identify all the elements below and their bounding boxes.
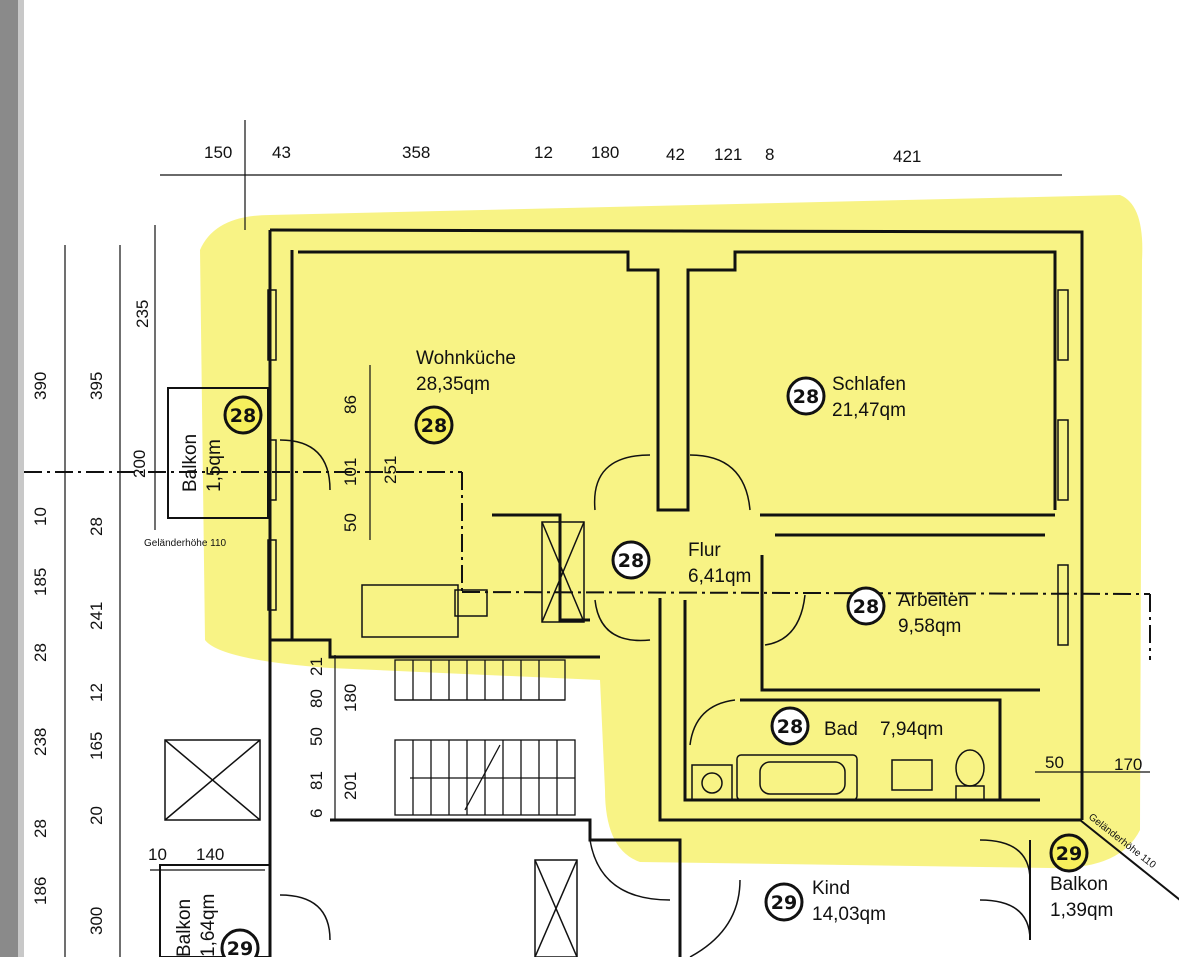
dim-left-mid-5: 165 (87, 732, 106, 760)
top-dimensions: 150 43 358 12 180 42 121 8 421 (204, 143, 921, 166)
room-schlafen-area: 21,47qm (832, 400, 906, 421)
dim-right-1: 50 (1045, 753, 1064, 772)
scan-edge (0, 0, 18, 957)
balconies (159, 387, 1179, 957)
room-kind-area: 14,03qm (812, 904, 886, 925)
dim-stair-6: 180 (341, 684, 360, 712)
dim-left-mid-7: 300 (87, 907, 106, 935)
dim-left-inner-1: 235 (133, 300, 152, 328)
left-outer-dimensions: 390 10 185 28 238 28 186 (31, 372, 50, 905)
room-wohnkueche-name: Wohnküche (416, 348, 516, 369)
dim-left-outer-7: 186 (31, 877, 50, 905)
room-schlafen-name: Schlafen (832, 374, 906, 395)
unit-badge-label: 28 (793, 386, 819, 408)
dim-left-inner-2: 200 (130, 450, 149, 478)
unit-badge: 28 (223, 395, 263, 435)
unit-badge-label: 28 (618, 550, 644, 572)
left-inner-dimensions: 235 200 (130, 300, 152, 478)
unit-badge: 29 (764, 882, 804, 922)
unit-badge: 28 (770, 706, 810, 746)
unit-badge-label: 28 (777, 716, 803, 738)
unit-badge-label: 29 (771, 892, 797, 914)
left-middle-dimensions: 395 28 241 12 165 20 300 (87, 372, 106, 935)
dimension-lines (64, 120, 1150, 957)
unit-badge: 28 (414, 405, 454, 445)
dim-balcony-2: 140 (196, 845, 224, 864)
dim-left-outer-4: 28 (31, 643, 50, 662)
dim-window-3: 50 (341, 513, 360, 532)
dim-left-outer-3: 185 (31, 568, 50, 596)
dim-left-outer-5: 238 (31, 728, 50, 756)
dim-stair-3: 50 (307, 727, 326, 746)
stair-dimensions: 21 80 50 81 6 180 201 (307, 657, 360, 818)
unit-badge-label: 28 (853, 596, 879, 618)
staircase (394, 659, 576, 816)
dim-window-2: 101 (341, 458, 360, 486)
unit-badge-label: 28 (230, 405, 256, 427)
room-arbeiten-area: 9,58qm (898, 616, 961, 637)
dim-left-outer-2: 10 (31, 507, 50, 526)
dim-left-mid-6: 20 (87, 806, 106, 825)
dim-stair-4: 81 (307, 771, 326, 790)
dim-stair-7: 201 (341, 772, 360, 800)
room-balkon-left-area: 1,5qm (204, 439, 225, 492)
fixtures (164, 521, 585, 957)
unit-badge-label: 29 (1056, 843, 1082, 865)
dim-left-outer-1: 390 (31, 372, 50, 400)
unit-badge: 28 (611, 540, 651, 580)
dim-left-outer-6: 28 (31, 819, 50, 838)
room-bad-area: 7,94qm (880, 719, 943, 740)
dim-stair-2: 80 (307, 689, 326, 708)
room-balkon-right-name: Balkon (1050, 874, 1108, 895)
dim-left-mid-2: 28 (87, 517, 106, 536)
dim-left-mid-1: 395 (87, 372, 106, 400)
room-arbeiten-name: Arbeiten (898, 590, 969, 611)
unit-badge: 28 (786, 376, 826, 416)
axis-lines (24, 471, 1151, 660)
room-balkon-right-area: 1,39qm (1050, 900, 1113, 921)
dim-left-mid-3: 241 (87, 602, 106, 630)
dim-window-4: 251 (381, 456, 400, 484)
railing-note-left: Geländerhöhe 110 (144, 538, 227, 549)
room-balkon-left-name: Balkon (180, 434, 201, 492)
dim-balcony-1: 10 (148, 845, 167, 864)
room-flur-name: Flur (688, 540, 721, 561)
window-dimensions: 86 101 50 251 (341, 395, 400, 532)
unit-badge: 28 (846, 586, 886, 626)
room-kind-name: Kind (812, 878, 850, 899)
dim-top-1: 150 (204, 143, 232, 162)
dim-top-9: 421 (893, 147, 921, 166)
room-bad-name: Bad (824, 719, 858, 740)
dim-window-1: 86 (341, 395, 360, 414)
dim-stair-5: 6 (307, 809, 326, 818)
room-flur-area: 6,41qm (688, 566, 751, 587)
dim-left-mid-4: 12 (87, 683, 106, 702)
unit-badge-label: 28 (421, 415, 447, 437)
room-balkon-lower-name: Balkon (174, 899, 195, 957)
door-swings (279, 439, 1031, 957)
unit-badges: 28 28 28 28 28 28 29 29 (220, 376, 1089, 957)
dim-top-5: 180 (591, 143, 619, 162)
unit-badge: 29 (1049, 833, 1089, 873)
dim-top-4: 12 (534, 143, 553, 162)
dim-stair-1: 21 (307, 657, 326, 676)
unit-badge: 29 (220, 928, 260, 957)
dim-top-3: 358 (402, 143, 430, 162)
unit-badge-label: 29 (227, 938, 253, 957)
windows (267, 289, 1069, 646)
bath-fixtures (691, 749, 985, 801)
room-balkon-lower-area: 1,64qm (198, 894, 219, 957)
dim-top-8: 8 (765, 145, 774, 164)
dim-top-7: 121 (714, 145, 742, 164)
dim-top-2: 43 (272, 143, 291, 162)
scan-edge-shadow (18, 0, 24, 957)
dim-right-2: 170 (1114, 755, 1142, 774)
dim-top-6: 42 (666, 145, 685, 164)
room-wohnkueche-area: 28,35qm (416, 374, 490, 395)
